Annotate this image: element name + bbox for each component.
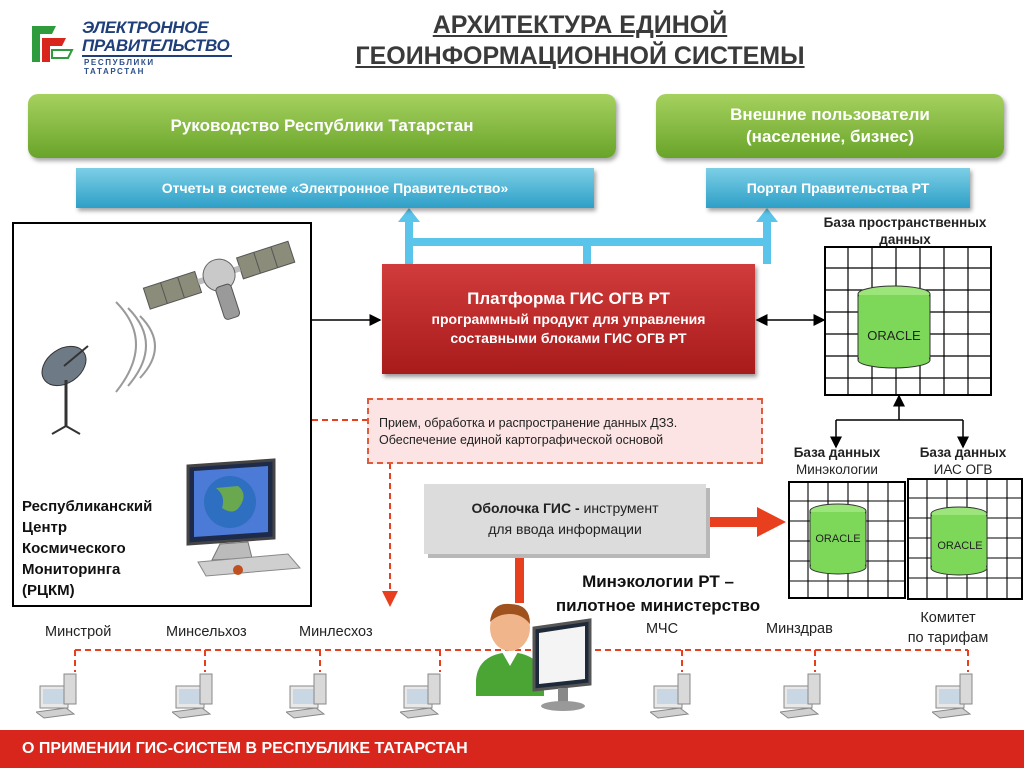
logo-rule [82,55,232,57]
logo-emblem-icon [32,26,74,62]
reports-label: Отчеты в системе «Электронное Правительс… [161,180,509,196]
arrow-shell-db [707,517,757,527]
spatial-db-oracle: ORACLE [867,328,921,343]
ias-db-sub: ИАС ОГВ [933,462,993,477]
node-label-minzdrav: Минздрав [766,621,833,637]
spatial-db-grid [824,246,992,396]
portal-label: Портал Правительства РТ [746,180,930,196]
logo-text-line2: ПРАВИТЕЛЬСТВО [82,36,230,55]
node-label-minselkhoz: Минсельхоз [166,624,247,640]
dashed-links [74,419,969,672]
logo-text-line3: РЕСПУБЛИКИ ТАТАРСТАН [84,58,155,76]
eco-db-sub: Минэкологии [796,462,878,477]
blue-arrows [398,208,778,264]
user-workstation-icon [476,603,592,711]
spatial-db-line1: База пространственных [823,215,987,230]
reports-bar: Отчеты в системе «Электронное Правительс… [76,168,594,208]
title-line1: АРХИТЕКТУРА ЕДИНОЙ [432,11,728,39]
pc-icon-node4 [400,673,441,719]
satellite-icon [142,240,296,320]
platform-title: Платформа ГИС ОГВ РТ [467,289,670,308]
logo-text-line1: ЭЛЕКТРОННОЕ [82,18,209,37]
rckm-line2: Центр [22,519,68,536]
node-label-tariffs: Комитет по тарифам [898,608,998,648]
pc-icon-tariffs [932,673,973,719]
rckm-line1: Республиканский [22,498,153,515]
node-label-minleskhoz: Минлесхоз [299,624,373,640]
title-line2: ГЕОИНФОРМАЦИОННОЙ СИСТЕМЫ [355,42,805,70]
pc-icon-minzdrav [780,673,821,719]
spatial-db-cylinder [857,285,931,369]
signal-waves-icon [115,301,156,393]
node-label-mchs: МЧС [646,621,679,637]
pc-icon-minleskhoz [286,673,327,719]
node-label-tariffs-line1: Комитет [920,610,976,626]
leadership-label: Руководство Республики Татарстан [170,116,474,135]
ias-db-oracle: ORACLE [937,540,983,552]
gis-shell-line1: Оболочка ГИС - инструмент [424,498,706,519]
ministry-label: Минэкологии РТ – пилотное министерство [530,570,786,618]
processing-box: Прием, обработка и распространение данны… [367,398,763,464]
ias-db-label: База данных ИАС ОГВ [904,444,1022,478]
logo: ЭЛЕКТРОННОЕ ПРАВИТЕЛЬСТВО РЕСПУБЛИКИ ТАТ… [26,14,232,76]
node-label-minstroy: Минстрой [45,624,112,640]
rckm-line4: Мониторинга [22,561,121,578]
external-users-line1: Внешние пользователи [730,105,930,124]
pc-icon-mchs [650,673,691,719]
gis-shell-line2: для ввода информации [488,521,642,537]
gis-shell-box: Оболочка ГИС - инструмент для ввода инфо… [424,484,706,554]
portal-bar: Портал Правительства РТ [706,168,970,208]
platform-box: Платформа ГИС ОГВ РТ программный продукт… [382,264,755,374]
eco-db-grid [788,481,906,599]
node-label-tariffs-line2: по тарифам [907,630,989,646]
rckm-label: Республиканский Центр Космического Монит… [22,496,152,601]
platform-desc-line1: программный продукт для управления [431,311,706,327]
pc-icon-minselkhoz [172,673,213,719]
eco-db-oracle: ORACLE [815,533,861,545]
monitor-globe-icon [186,458,302,577]
satellite-dish-icon [41,345,89,435]
ias-db-grid [907,478,1023,600]
ministry-line1: Минэкологии РТ – [582,572,734,591]
external-users-line2: (население, бизнес) [746,127,914,146]
rckm-line3: Космического [22,540,126,557]
processing-line2: Обеспечение единой картографической осно… [379,433,664,447]
pc-icon-minstroy [36,673,77,719]
processing-line1: Прием, обработка и распространение данны… [379,416,678,430]
spatial-db-line2: данных [879,232,931,247]
footer-bar: О ПРИМЕНИИ ГИС-СИСТЕМ В РЕСПУБЛИКЕ ТАТАР… [0,730,1024,768]
gis-shell-bold: Оболочка ГИС - [471,500,580,516]
platform-desc-line2: составными блоками ГИС ОГВ РТ [450,330,687,346]
ias-db-title: База данных [919,445,1007,460]
gis-shell-rest: инструмент [579,500,659,516]
spatial-db-label: База пространственных данных [800,214,1010,248]
page-title: АРХИТЕКТУРА ЕДИНОЙ ГЕОИНФОРМАЦИОННОЙ СИС… [330,10,830,72]
footer-label: О ПРИМЕНИИ ГИС-СИСТЕМ В РЕСПУБЛИКЕ ТАТАР… [22,740,468,757]
external-users-header: Внешние пользователи (население, бизнес) [656,94,1004,158]
ministry-line2: пилотное министерство [555,596,761,615]
eco-db-label: База данных Минэкологии [778,444,896,478]
rckm-line5: (РЦКМ) [22,582,75,599]
eco-db-title: База данных [793,445,881,460]
leadership-header: Руководство Республики Татарстан [28,94,616,158]
